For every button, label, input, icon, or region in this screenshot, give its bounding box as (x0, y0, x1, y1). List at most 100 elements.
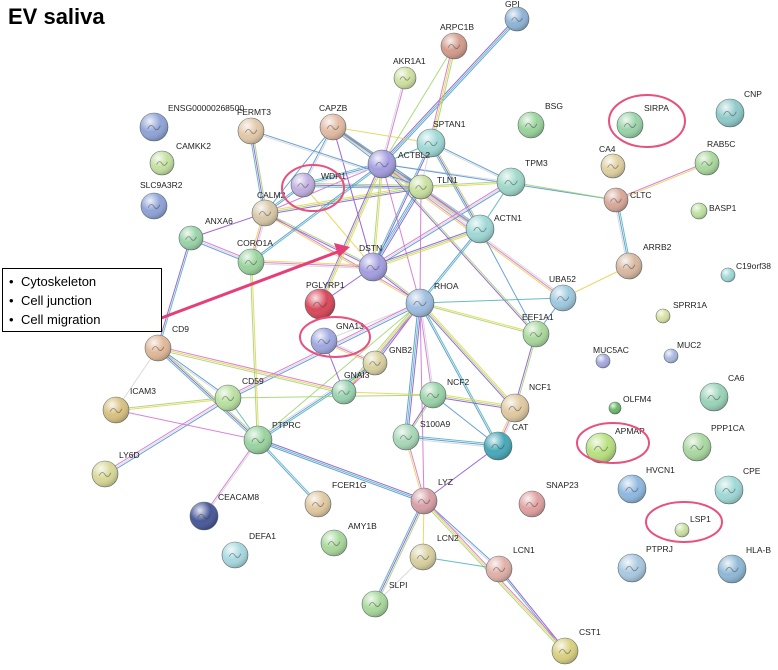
node-tpm3[interactable]: TPM3 (496, 158, 548, 197)
node-fermt3[interactable]: FERMT3 (237, 107, 271, 145)
protein-structure-icon (725, 567, 739, 573)
node-label: GNAI3 (344, 370, 370, 380)
highlight-circle-apmap (576, 422, 650, 464)
node-sprr1a[interactable]: SPRR1A (655, 300, 707, 324)
node-cat[interactable]: CAT (483, 422, 528, 461)
node-label: C19orf38 (736, 261, 771, 271)
node-gna13[interactable]: GNA13 (310, 321, 364, 355)
node-slc9a3r2[interactable]: SLC9A3R2 (140, 180, 183, 220)
node-snap23[interactable]: SNAP23 (518, 480, 579, 518)
node-label: SIRPA (644, 103, 669, 113)
node-s100a9[interactable]: S100A9 (392, 419, 451, 451)
node-tln1[interactable]: TLN1 (408, 174, 458, 200)
node-label: AMY1B (348, 521, 377, 531)
node-basp1[interactable]: BASP1 (690, 202, 737, 220)
node-cltc[interactable]: CLTC (603, 187, 652, 213)
node-ca4[interactable]: CA4 (599, 144, 626, 179)
protein-structure-icon (524, 123, 538, 128)
node-slpi[interactable]: SLPI (361, 580, 407, 618)
protein-structure-icon (701, 161, 713, 166)
node-apmap[interactable]: APMAP (585, 426, 645, 464)
node-c19orf38[interactable]: C19orf38 (720, 261, 771, 283)
node-actbl2[interactable]: ACTBL2 (367, 149, 430, 179)
node-anxa6[interactable]: ANXA6 (178, 216, 233, 251)
edge-rhoa-s100a9 (403, 302, 423, 438)
node-rab5c[interactable]: RAB5C (694, 139, 735, 176)
node-lcn2[interactable]: LCN2 (409, 533, 459, 571)
node-ly6d[interactable]: LY6D (91, 450, 140, 488)
node-label: PPP1CA (711, 423, 745, 433)
node-camkk2[interactable]: CAMKK2 (149, 141, 211, 176)
node-lsp1[interactable]: LSP1 (674, 514, 711, 538)
edge-rhoa-uba52 (419, 297, 564, 304)
protein-structure-icon (338, 390, 350, 395)
edge-cd59-icam3 (115, 396, 229, 412)
node-ppp1ca[interactable]: PPP1CA (682, 423, 745, 462)
edge-cd59-ncf2 (227, 394, 434, 399)
node-capzb[interactable]: CAPZB (319, 103, 348, 141)
node-actn1[interactable]: ACTN1 (465, 213, 522, 244)
node-cd9[interactable]: CD9 (144, 324, 189, 362)
node-akr1a1[interactable]: AKR1A1 (393, 56, 426, 90)
node-uba52[interactable]: UBA52 (549, 274, 577, 312)
node-sptan1[interactable]: SPTAN1 (416, 119, 466, 158)
node-ptprc[interactable]: PTPRC (243, 420, 301, 455)
node-label: DEFA1 (249, 531, 276, 541)
node-gnai3[interactable]: GNAI3 (331, 370, 370, 405)
edge-ptprc-fcer1g (257, 439, 319, 505)
node-ceacam8[interactable]: CEACAM8 (189, 492, 259, 531)
protein-structure-icon (311, 502, 325, 507)
highlights-layer (281, 94, 723, 543)
node-lcn1[interactable]: LCN1 (485, 545, 535, 583)
protein-structure-icon (368, 602, 382, 607)
node-amy1b[interactable]: AMY1B (320, 521, 377, 557)
node-rhoa[interactable]: RHOA (405, 281, 459, 318)
node-muc5ac[interactable]: MUC5AC (593, 345, 629, 369)
node-gnb2[interactable]: GNB2 (362, 345, 412, 376)
edge-tpm3-dstn (371, 180, 513, 269)
node-label: LCN2 (437, 533, 459, 543)
node-ca6[interactable]: CA6 (699, 373, 745, 412)
node-ptprj[interactable]: PTPRJ (617, 544, 673, 583)
node-cd59[interactable]: CD59 (214, 376, 264, 412)
protein-structure-icon (185, 236, 197, 241)
protein-structure-icon (98, 472, 112, 477)
node-calm2[interactable]: CALM2 (251, 190, 286, 227)
protein-structure-icon (327, 541, 341, 546)
node-bsg[interactable]: BSG (517, 101, 563, 139)
node-fcer1g[interactable]: FCER1G (304, 480, 366, 518)
protein-structure-icon (317, 339, 331, 344)
node-lyz[interactable]: LYZ (410, 477, 453, 515)
node-hla-b[interactable]: HLA-B (717, 545, 771, 584)
node-ncf1[interactable]: NCF1 (500, 382, 551, 423)
node-wdr1[interactable]: WDR1 (290, 171, 346, 198)
edge-actbl2-dstn (371, 163, 384, 268)
node-label: UBA52 (549, 274, 576, 284)
node-sirpa[interactable]: SIRPA (616, 103, 669, 139)
edge-actn1-rhoa (418, 228, 482, 304)
node-cpe[interactable]: CPE (714, 466, 761, 505)
protein-structure-icon (147, 204, 161, 209)
node-icam3[interactable]: ICAM3 (102, 386, 156, 424)
node-ensg00000268500[interactable]: ENSG00000268500 (139, 103, 244, 142)
node-cnp[interactable]: CNP (715, 89, 762, 128)
node-defa1[interactable]: DEFA1 (221, 531, 276, 569)
node-eef1a1[interactable]: EEF1A1 (522, 312, 554, 348)
node-label: PTPRJ (646, 544, 673, 554)
edge-actbl2-coro1a (250, 162, 383, 264)
node-dstn[interactable]: DSTN (358, 243, 388, 282)
node-cst1[interactable]: CST1 (551, 627, 601, 665)
node-gpi[interactable]: GPI (504, 0, 530, 32)
node-arrb2[interactable]: ARRB2 (615, 242, 672, 280)
node-label: ICAM3 (130, 386, 156, 396)
node-muc2[interactable]: MUC2 (663, 340, 701, 364)
protein-structure-icon (366, 265, 380, 271)
node-ncf2[interactable]: NCF2 (419, 377, 469, 409)
node-pglyrp1[interactable]: PGLYRP1 (304, 280, 345, 320)
node-olfm4[interactable]: OLFM4 (608, 394, 652, 415)
node-arpc1b[interactable]: ARPC1B (440, 22, 474, 60)
node-coro1a[interactable]: CORO1A (237, 238, 273, 276)
node-hvcn1[interactable]: HVCN1 (617, 465, 675, 504)
